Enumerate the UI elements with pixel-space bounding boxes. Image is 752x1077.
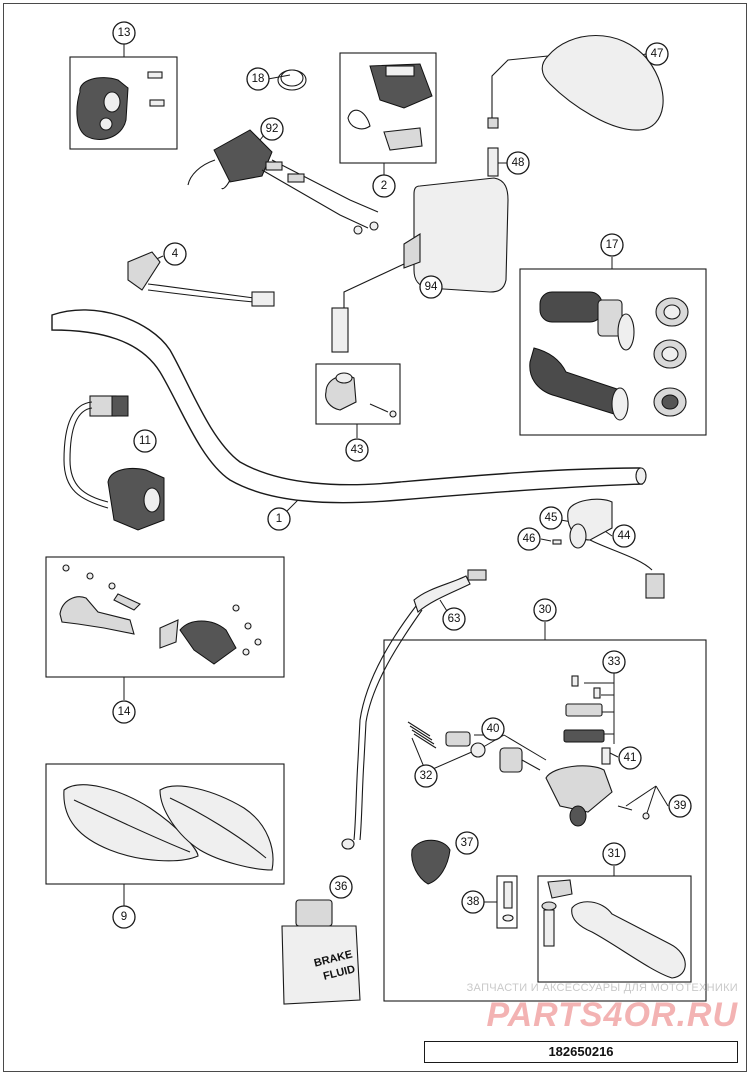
watermark-logo: PARTS4OR.RU [486, 996, 738, 1034]
callout-14: 14 [112, 700, 136, 724]
callout-4-label: 4 [172, 248, 179, 260]
callout-2-label: 2 [381, 180, 387, 192]
callout-37: 37 [455, 831, 479, 855]
group-box-14 [45, 556, 285, 678]
callout-17: 17 [600, 233, 624, 257]
throttle-assembly-part [187, 129, 379, 235]
callout-40-label: 40 [487, 723, 500, 735]
callout-47-label: 47 [651, 48, 664, 60]
callout-11: 11 [133, 429, 157, 453]
pivot-pin-part [502, 881, 514, 922]
callout-92-label: 92 [266, 123, 279, 135]
callout-92: 92 [260, 117, 284, 141]
callout-39: 39 [668, 794, 692, 818]
callout-17-label: 17 [606, 239, 619, 251]
hot-start-cable-part [341, 569, 487, 850]
callout-36: 36 [329, 875, 353, 899]
callout-33: 33 [602, 650, 626, 674]
callout-2: 2 [372, 174, 396, 198]
callout-38: 38 [461, 890, 485, 914]
switch-housing-part [76, 71, 165, 140]
light-switch-part [63, 395, 165, 531]
cable-tie-part [277, 69, 307, 91]
callout-38-label: 38 [467, 896, 480, 908]
grips-part [529, 291, 689, 421]
callout-14-label: 14 [118, 706, 131, 718]
callout-45-label: 45 [545, 512, 558, 524]
switch-cover-part [347, 63, 433, 151]
callout-43: 43 [345, 438, 369, 462]
group-box-43 [315, 363, 401, 425]
callout-48-label: 48 [512, 157, 525, 169]
cylinder-cover-part [411, 839, 451, 885]
callout-47: 47 [645, 42, 669, 66]
throttle-tube-part [552, 498, 665, 599]
callout-94-label: 94 [425, 281, 438, 293]
mirror-part [487, 34, 664, 177]
callout-44: 44 [612, 524, 636, 548]
callout-1-label: 1 [276, 513, 282, 525]
lever-clamps-part [59, 564, 262, 665]
callout-36-label: 36 [335, 881, 348, 893]
brake-lever-part [541, 879, 686, 979]
kill-switch-part [127, 251, 275, 307]
callout-94: 94 [419, 275, 443, 299]
callout-18-label: 18 [252, 73, 265, 85]
callout-32-label: 32 [420, 770, 433, 782]
callout-30-label: 30 [539, 604, 552, 616]
callout-41-label: 41 [624, 752, 637, 764]
watermark: ЗАПЧАСТИ И АКСЕССУАРЫ ДЛЯ МОТОТЕХНИКИ PA… [467, 982, 738, 1035]
handguards-part [63, 784, 274, 871]
callout-63-label: 63 [448, 613, 461, 625]
group-box-2 [339, 52, 437, 164]
callout-44-label: 44 [618, 530, 631, 542]
diagram-frame [3, 3, 747, 1072]
callout-13-label: 13 [118, 27, 131, 39]
mirror-clamp-part [325, 372, 397, 418]
figure-number: 182650216 [548, 1044, 614, 1059]
callout-46: 46 [517, 527, 541, 551]
callout-40: 40 [481, 717, 505, 741]
callout-63: 63 [442, 607, 466, 631]
callout-9-label: 9 [121, 911, 127, 923]
callout-1: 1 [267, 507, 291, 531]
watermark-tagline: ЗАПЧАСТИ И АКСЕССУАРЫ ДЛЯ МОТОТЕХНИКИ [466, 982, 738, 994]
master-cylinder-part [407, 675, 650, 827]
group-box-17 [519, 268, 707, 436]
callout-37-label: 37 [461, 837, 474, 849]
square-mirror-part [331, 177, 509, 353]
callout-18: 18 [246, 67, 270, 91]
callout-41: 41 [618, 746, 642, 770]
callout-13: 13 [112, 21, 136, 45]
callout-39-label: 39 [674, 800, 687, 812]
callout-45: 45 [539, 506, 563, 530]
group-box-9 [45, 763, 285, 885]
callout-31-label: 31 [608, 848, 621, 860]
callout-31: 31 [602, 842, 626, 866]
callout-11-label: 11 [139, 435, 151, 447]
brake-fluid-bottle: BRAKE FLUID [281, 899, 361, 1005]
callout-4: 4 [163, 242, 187, 266]
callout-48: 48 [506, 151, 530, 175]
callout-32: 32 [414, 764, 438, 788]
callout-33-label: 33 [608, 656, 621, 668]
figure-number-box: 182650216 [424, 1041, 738, 1063]
callout-30: 30 [533, 598, 557, 622]
callout-9: 9 [112, 905, 136, 929]
callout-46-label: 46 [523, 533, 536, 545]
callout-43-label: 43 [351, 444, 364, 456]
